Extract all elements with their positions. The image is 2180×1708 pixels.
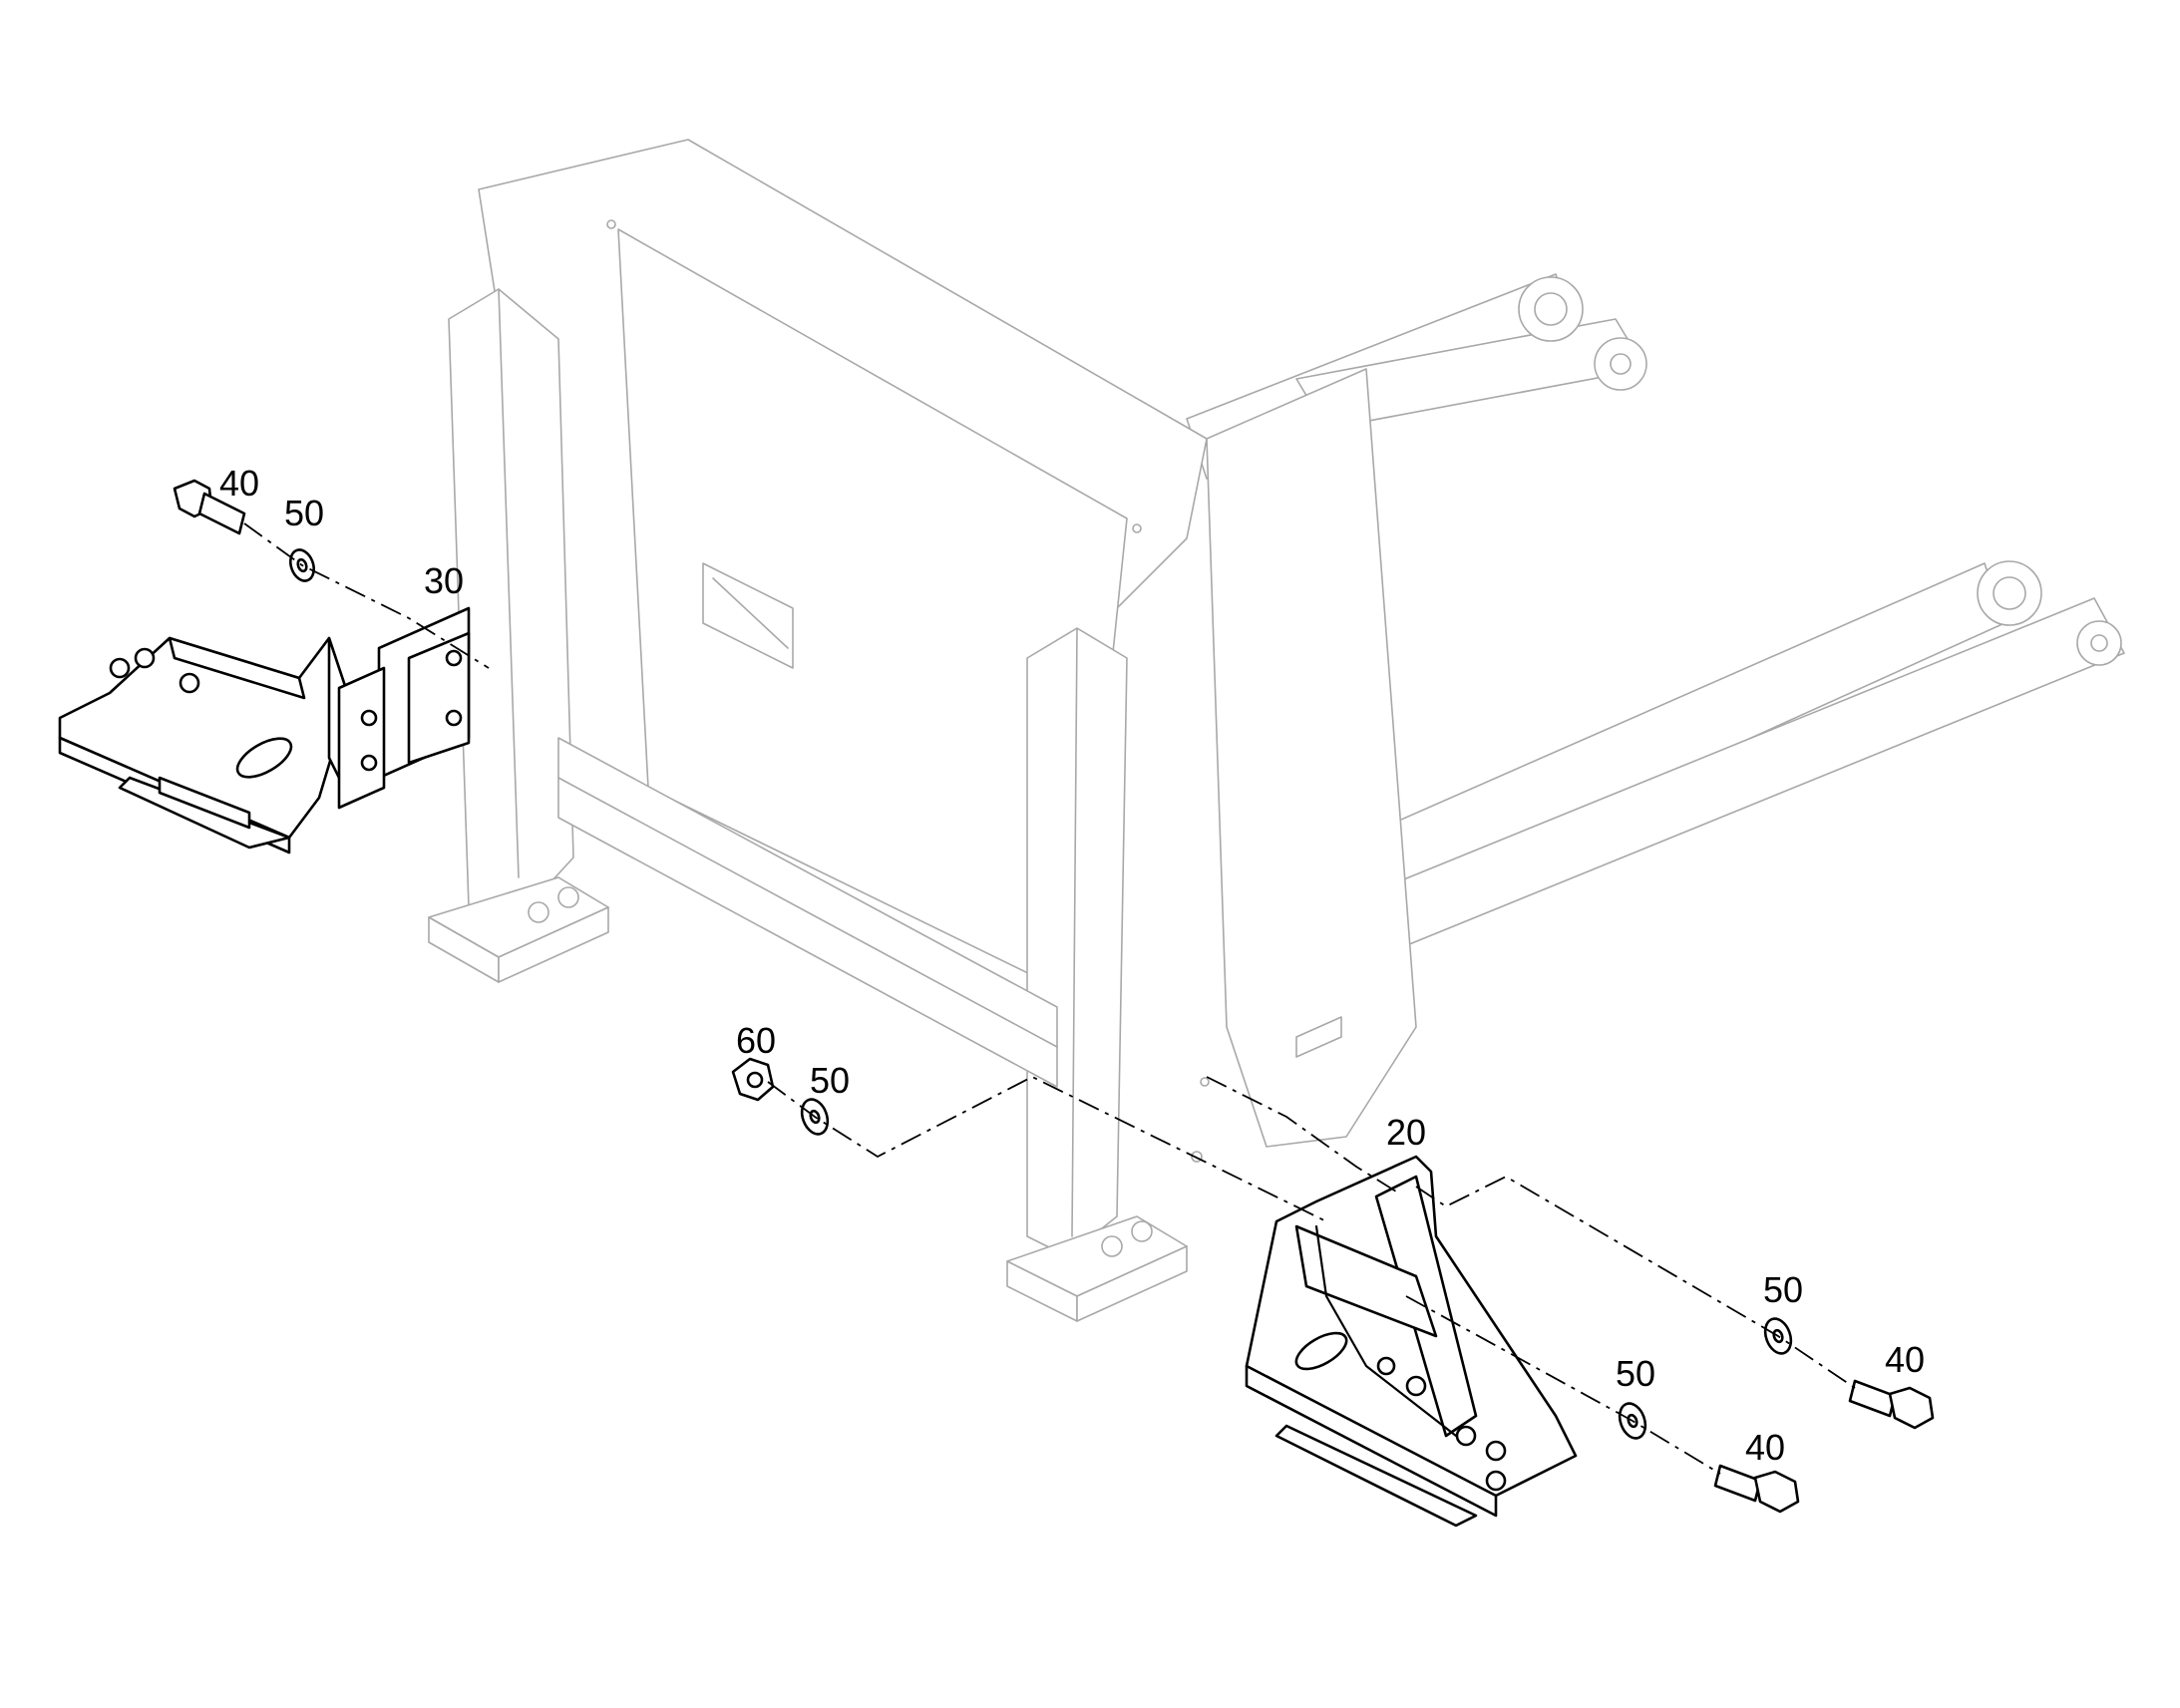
bracket-assembly-30 — [58, 606, 471, 854]
callout-50-mid: 50 — [810, 1060, 850, 1101]
callout-50-right-lower: 50 — [1616, 1353, 1655, 1394]
main-frame — [428, 139, 2125, 1322]
callout-40-right-lower: 40 — [1745, 1427, 1785, 1468]
callout-20: 20 — [1386, 1112, 1426, 1153]
callout-30: 30 — [424, 560, 464, 601]
assembly-leader-lines — [243, 522, 1856, 1475]
callout-labels: 30 40 50 60 50 20 50 40 50 40 — [219, 463, 1925, 1468]
callout-50-right-upper: 50 — [1763, 1269, 1803, 1310]
nut-60 — [731, 1057, 775, 1102]
callout-40-right-upper: 40 — [1885, 1339, 1925, 1380]
left-bolt-40 — [173, 479, 246, 535]
callout-40-left: 40 — [219, 463, 259, 504]
callout-50-left: 50 — [284, 493, 324, 533]
right-upper-bolt-40 — [1848, 1379, 1935, 1430]
right-lower-bolt-40 — [1713, 1464, 1800, 1514]
bracket-assembly-20 — [1245, 1155, 1578, 1528]
callout-60: 60 — [736, 1020, 776, 1061]
